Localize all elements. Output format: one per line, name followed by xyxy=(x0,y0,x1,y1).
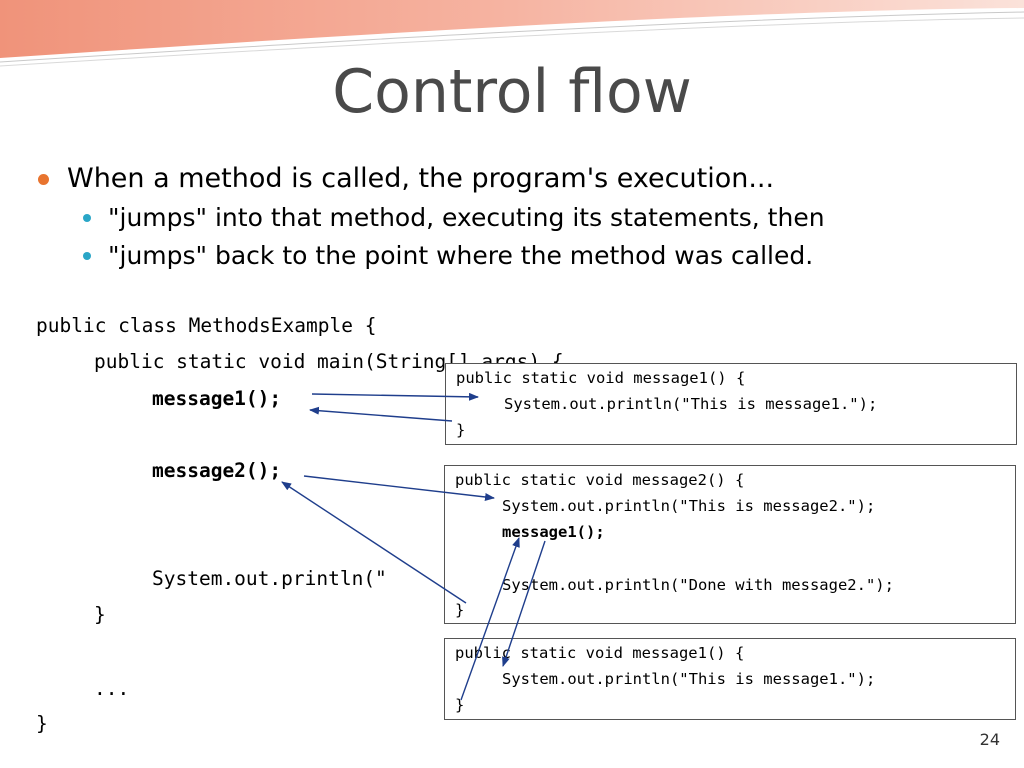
box3-body: System.out.println("This is message1."); xyxy=(502,670,876,688)
arrow-return-message1 xyxy=(309,406,453,422)
box2-body1: System.out.println("This is message2."); xyxy=(502,497,876,515)
bullet-sub-2: "jumps" back to the point where the meth… xyxy=(108,241,814,270)
box3-close: } xyxy=(455,696,465,714)
box2-close: } xyxy=(455,601,465,619)
code-call-message2: message2(); xyxy=(152,459,282,482)
box2-header: public static void message2() { xyxy=(455,471,745,489)
code-ellipsis: ... xyxy=(94,677,130,700)
message1-box-nested: public static void message1() { System.o… xyxy=(444,638,1016,720)
code-call-message1: message1(); xyxy=(152,387,282,410)
code-close-method: } xyxy=(94,603,106,626)
code-close-class: } xyxy=(36,712,48,735)
bullet-main: When a method is called, the program's e… xyxy=(67,163,775,194)
box1-body: System.out.println("This is message1."); xyxy=(504,395,878,413)
page-number: 24 xyxy=(979,730,1000,749)
box1-header: public static void message1() { xyxy=(456,369,746,387)
bullet-sub-1: "jumps" into that method, executing its … xyxy=(108,203,825,232)
message2-box: public static void message2() { System.o… xyxy=(444,465,1016,624)
code-println: System.out.println(" xyxy=(152,567,387,590)
box1-close: } xyxy=(456,421,466,439)
sub-bullet-icon xyxy=(83,252,91,260)
slide-title: Control flow xyxy=(332,57,692,127)
sub-bullet-icon xyxy=(83,214,91,222)
box3-header: public static void message1() { xyxy=(455,644,745,662)
box2-body2: System.out.println("Done with message2."… xyxy=(502,576,894,594)
code-class-header: public class MethodsExample { xyxy=(36,314,377,337)
bullet-icon xyxy=(38,174,49,185)
message1-box: public static void message1() { System.o… xyxy=(445,363,1017,445)
header-decoration xyxy=(0,0,1024,67)
box2-call-message1: message1(); xyxy=(502,523,605,541)
